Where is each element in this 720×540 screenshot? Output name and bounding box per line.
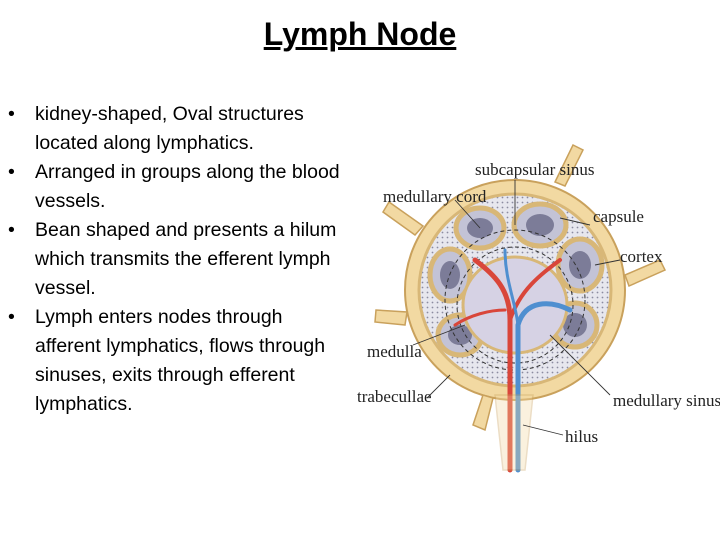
label-subcapsular-sinus: subcapsular sinus [475,160,594,179]
leader-lines [412,180,621,436]
label-medulla: medulla [367,342,422,361]
bullet-item: Bean shaped and presents a hilum which t… [8,216,353,303]
slide-title: Lymph Node [263,16,457,52]
label-trabeculae: trabecullae [357,387,432,406]
blood-vessels [453,248,573,473]
bullet-list: kidney-shaped, Oval structures located a… [8,100,353,419]
hilus-shape [494,394,534,471]
label-medullary-sinus: medullary sinus [613,391,720,410]
label-capsule: capsule [593,207,644,226]
follicle-centers [440,214,591,345]
bullet-item: Lymph enters nodes through afferent lymp… [8,303,353,419]
afferent-vessels [374,143,667,432]
bullet-item: Arranged in groups along the blood vesse… [8,158,353,216]
label-hilus: hilus [565,427,598,446]
label-medullary-cord: medullary cord [383,187,487,206]
bullet-item: kidney-shaped, Oval structures located a… [8,100,353,158]
label-cortex: cortex [620,247,663,266]
lymph-node-diagram: subcapsular sinus medullary cord capsule… [357,143,720,473]
